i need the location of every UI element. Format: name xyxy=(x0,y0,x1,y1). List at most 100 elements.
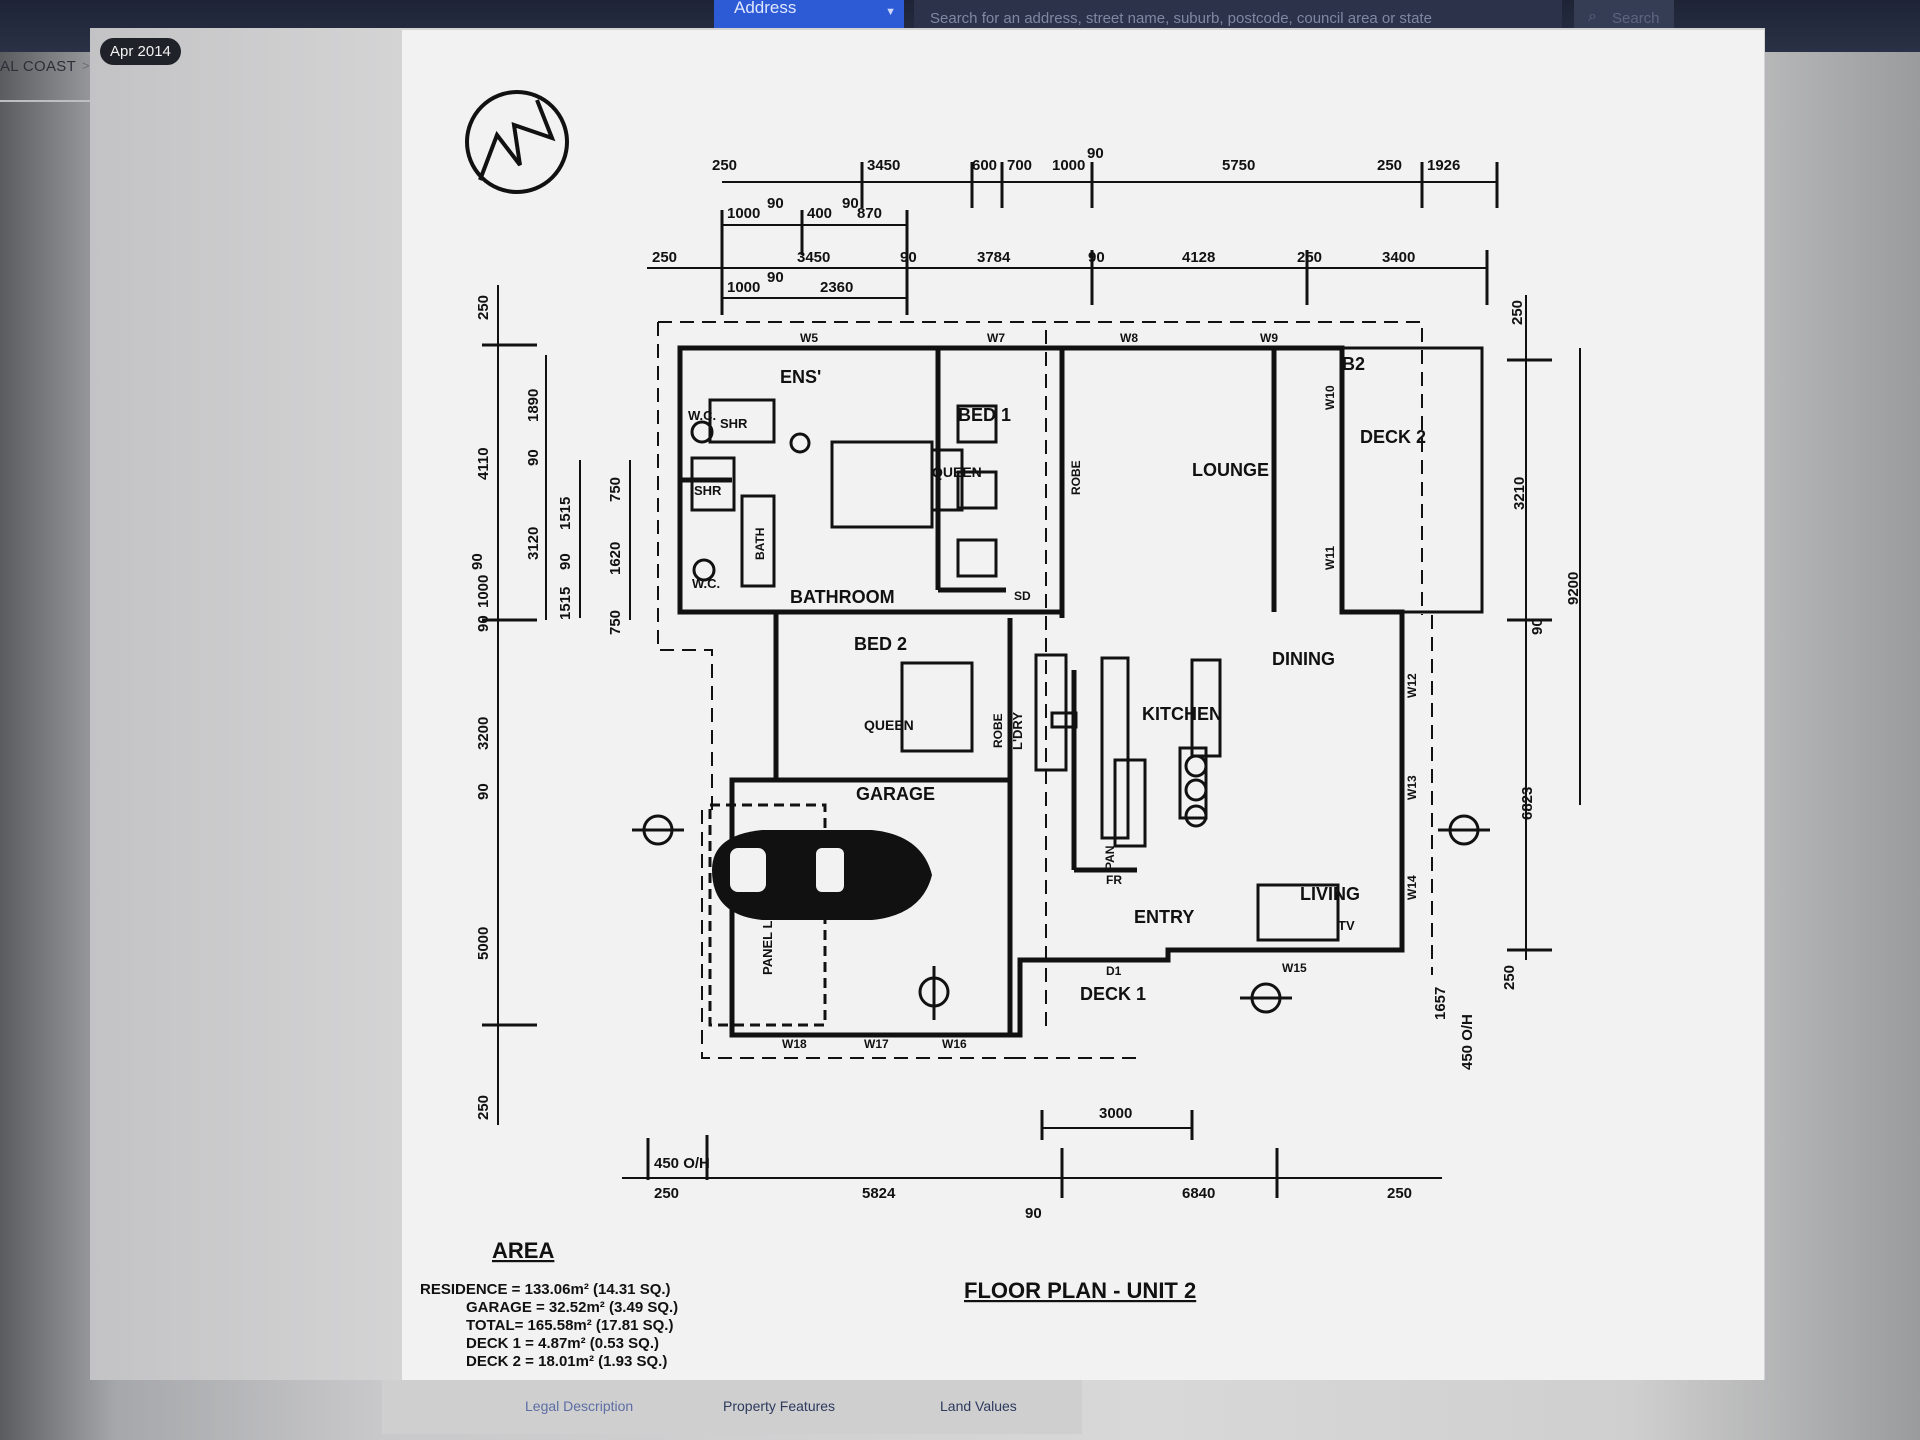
dim-text: 1926 xyxy=(1427,157,1460,174)
dim-text: 90 xyxy=(900,249,917,266)
dim-text: 5750 xyxy=(1222,157,1255,174)
room-label: ROBE xyxy=(991,713,1005,748)
dim-text: 450 O/H xyxy=(1459,1014,1476,1070)
dim-text: 3400 xyxy=(1382,249,1415,266)
room-label: FR xyxy=(1106,873,1122,887)
search-button-label: Search xyxy=(1612,10,1660,27)
tab-bar xyxy=(382,1380,1082,1434)
dim-text: 90 xyxy=(1087,145,1104,162)
dim-text: 90 xyxy=(469,553,486,570)
dim-text: 90 xyxy=(1025,1205,1042,1222)
area-line: DECK 1 = 4.87m² (0.53 SQ.) xyxy=(466,1335,659,1352)
dim-text: 250 xyxy=(654,1185,679,1202)
room-label: QUEEN xyxy=(864,717,914,733)
room-label: KITCHEN xyxy=(1142,704,1222,724)
dim-text: 3784 xyxy=(977,249,1011,266)
chevron-down-icon: ▼ xyxy=(885,6,896,18)
dim-text: 870 xyxy=(857,205,882,222)
room-label: ENTRY xyxy=(1134,907,1194,927)
dim-text: 400 xyxy=(807,205,832,222)
dim-text: 90 xyxy=(475,783,492,800)
room-label: D1 xyxy=(1106,964,1122,978)
room-label: B2 xyxy=(1342,354,1365,374)
room-label: SHR xyxy=(694,483,722,498)
dim-text: 250 xyxy=(1501,965,1518,990)
window-label: W11 xyxy=(1323,546,1337,570)
search-icon: ⌕ xyxy=(1588,8,1597,25)
dim-text: 250 xyxy=(652,249,677,266)
tab-property-features[interactable]: Property Features xyxy=(723,1398,836,1414)
room-label: DINING xyxy=(1272,649,1335,669)
divider xyxy=(0,100,92,102)
window-label: W10 xyxy=(1323,385,1337,410)
tab-legal-description[interactable]: Legal Description xyxy=(525,1398,634,1414)
dim-text: 600 xyxy=(972,157,997,174)
compass-logo-icon xyxy=(465,90,569,194)
dim-text: 3210 xyxy=(1511,477,1528,510)
room-label: QUEEN xyxy=(932,464,982,480)
dim-text: 1515 xyxy=(557,497,574,530)
dim-text: 450 O/H xyxy=(654,1155,710,1172)
dim-text: 250 xyxy=(1387,1185,1412,1202)
area-line: GARAGE = 32.52m² (3.49 SQ.) xyxy=(466,1299,678,1316)
room-label: BATHROOM xyxy=(790,587,895,607)
dim-text: 4110 xyxy=(475,447,492,480)
window-label: W14 xyxy=(1405,875,1419,900)
dim-text: 90 xyxy=(767,269,784,286)
dim-text: 250 xyxy=(475,295,492,320)
window-label: W17 xyxy=(864,1037,889,1051)
dim-text: 750 xyxy=(607,610,624,635)
room-label: DECK 2 xyxy=(1360,427,1426,447)
room-label: L'DRY xyxy=(1010,712,1025,750)
dim-text: 1000 xyxy=(727,279,760,296)
window-label: W5 xyxy=(800,331,818,345)
car-icon xyxy=(712,830,932,920)
dim-text: 90 xyxy=(1088,249,1105,266)
room-label: GARAGE xyxy=(856,784,935,804)
window-label: W12 xyxy=(1405,673,1419,698)
dim-text: 90 xyxy=(767,195,784,212)
floor-plan-drawing: 250 3450 600 700 1000 90 5750 250 1926 1… xyxy=(420,90,1582,1370)
dim-text: 2360 xyxy=(820,279,853,296)
floor-plan-title: FLOOR PLAN - UNIT 2 xyxy=(964,1278,1196,1303)
dim-text: 3000 xyxy=(1099,1105,1132,1122)
dim-text: 700 xyxy=(1007,157,1032,174)
floor-plan-image[interactable]: 250 3450 600 700 1000 90 5750 250 1926 1… xyxy=(402,30,1764,1380)
dim-text: 90 xyxy=(1529,618,1546,635)
dim-text: 1620 xyxy=(607,542,624,575)
tab-land-values[interactable]: Land Values xyxy=(940,1398,1017,1414)
dim-text: 4128 xyxy=(1182,249,1215,266)
area-line: DECK 2 = 18.01m² (1.93 SQ.) xyxy=(466,1353,667,1370)
window-label: W7 xyxy=(987,331,1005,345)
window-label: W18 xyxy=(782,1037,807,1051)
area-heading: AREA xyxy=(492,1238,554,1263)
search-input[interactable] xyxy=(928,6,1552,30)
breadcrumb[interactable]: AL COAST xyxy=(0,58,77,75)
room-label: PANEL LIFT xyxy=(760,901,775,975)
area-line: TOTAL= 165.58m² (17.81 SQ.) xyxy=(466,1317,673,1334)
dim-text: 90 xyxy=(475,615,492,632)
dim-text: 3450 xyxy=(797,249,830,266)
room-label: SD xyxy=(1014,589,1031,603)
room-label: DECK 1 xyxy=(1080,984,1146,1004)
window-label: W16 xyxy=(942,1037,967,1051)
dim-text: 1890 xyxy=(525,389,542,422)
dim-text: 3200 xyxy=(475,717,492,750)
room-label: W.C. xyxy=(692,576,720,591)
breadcrumb-separator: > xyxy=(82,58,90,73)
dim-text: 250 xyxy=(1509,300,1526,325)
dim-text: 1000 xyxy=(727,205,760,222)
date-badge: Apr 2014 xyxy=(100,38,181,65)
dim-text: 90 xyxy=(842,195,859,212)
dim-text: 5000 xyxy=(475,927,492,960)
dim-text: 9200 xyxy=(1565,572,1582,605)
dim-text: 250 xyxy=(1377,157,1402,174)
room-label: ROBE xyxy=(1069,460,1083,495)
dim-text: 3450 xyxy=(867,157,900,174)
dim-text: 250 xyxy=(1297,249,1322,266)
room-label: W.C. xyxy=(688,408,716,423)
window-label: W15 xyxy=(1282,961,1307,975)
dim-text: 6823 xyxy=(1519,787,1536,820)
dim-text: 250 xyxy=(475,1095,492,1120)
room-label: LOUNGE xyxy=(1192,460,1269,480)
